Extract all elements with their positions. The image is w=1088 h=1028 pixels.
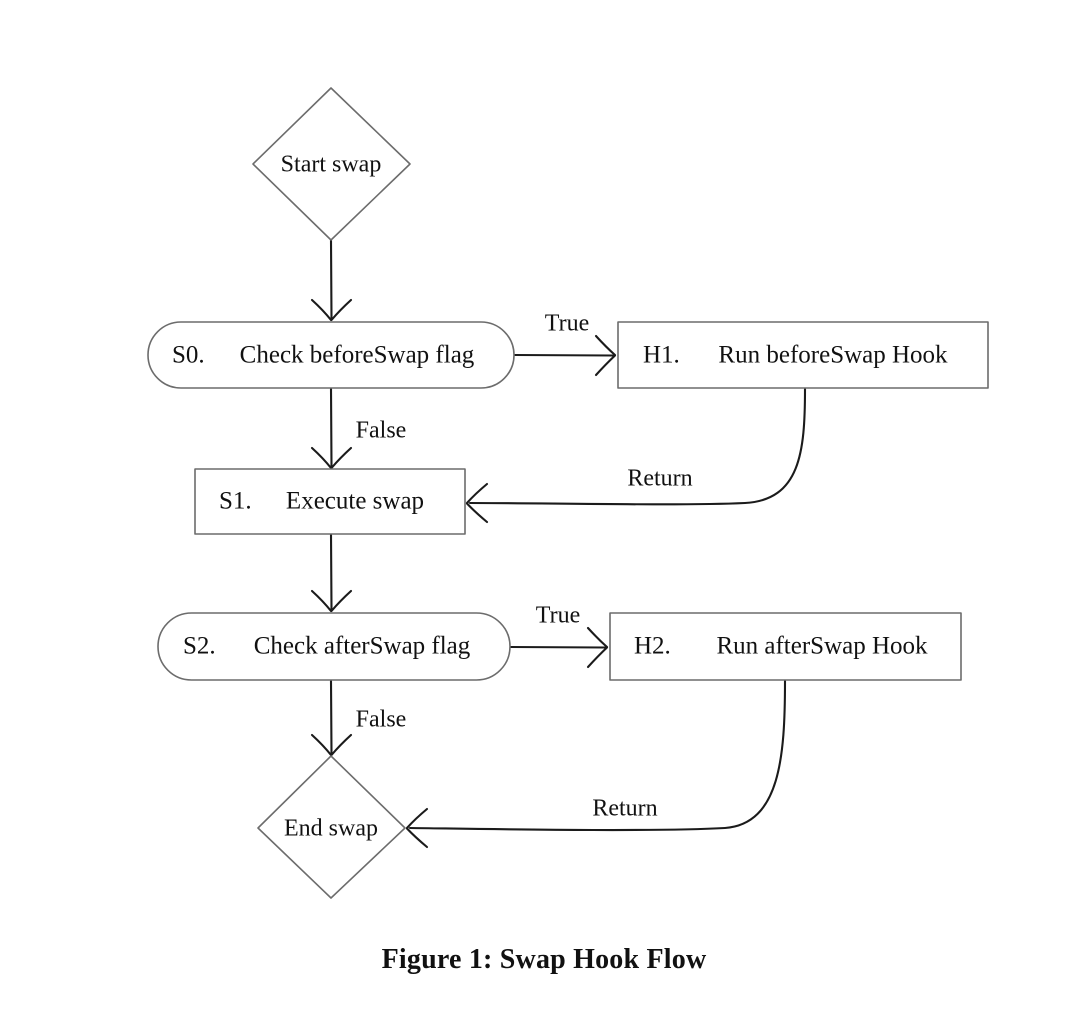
diamond-shape: [252, 87, 411, 241]
stadium-shape: [157, 612, 511, 681]
edge-label-return-h1: Return: [627, 466, 692, 492]
figure-caption: Figure 1: Swap Hook Flow: [381, 944, 707, 975]
node-h2-label: Run afterSwap Hook: [716, 633, 928, 660]
edge-label-false-s2: False: [356, 707, 407, 733]
edge-start-to-s0: [310, 238, 353, 322]
node-h1-label: Run beforeSwap Hook: [718, 342, 948, 369]
node-start-swap[interactable]: Start swap: [252, 87, 411, 241]
node-s1-label: Execute swap: [286, 488, 424, 515]
node-start-label: Start swap: [281, 152, 382, 178]
edge-s1-to-s2: [310, 532, 353, 613]
node-s0-label: Check beforeSwap flag: [240, 342, 475, 369]
edge-s2-to-end: False: [310, 679, 407, 757]
edge-s0-to-s1: False: [310, 386, 407, 470]
stadium-shape: [147, 321, 515, 389]
node-end-label: End swap: [284, 816, 378, 842]
rectangle-shape: [609, 612, 962, 681]
edge-label-return-h2: Return: [592, 796, 657, 822]
node-s1-key: S1.: [219, 488, 252, 515]
edge-s0-to-h1: True: [513, 311, 617, 377]
rectangle-shape: [194, 468, 466, 535]
node-h2-key: H2.: [634, 633, 671, 660]
node-h1-run-beforeswap-hook[interactable]: H1. Run beforeSwap Hook: [617, 321, 989, 389]
edge-label-false-s0: False: [356, 418, 407, 444]
node-s2-check-afterswap[interactable]: S2. Check afterSwap flag: [157, 612, 511, 681]
node-s2-label: Check afterSwap flag: [254, 633, 471, 660]
node-s1-execute-swap[interactable]: S1. Execute swap: [194, 468, 466, 535]
node-s0-key: S0.: [172, 342, 205, 369]
rectangle-shape: [617, 321, 989, 389]
diamond-shape: [257, 755, 406, 899]
node-s0-check-beforeswap[interactable]: S0. Check beforeSwap flag: [147, 321, 515, 389]
node-h1-key: H1.: [643, 342, 680, 369]
node-h2-run-afterswap-hook[interactable]: H2. Run afterSwap Hook: [609, 612, 962, 681]
node-s2-key: S2.: [183, 633, 216, 660]
node-end-swap[interactable]: End swap: [257, 755, 406, 899]
edge-h1-to-s1: Return: [465, 387, 807, 524]
edge-label-true-s0: True: [545, 311, 589, 337]
edge-h2-to-end: Return: [405, 679, 787, 849]
edge-s2-to-h2: True: [508, 603, 609, 669]
edge-label-true-s2: True: [536, 603, 580, 629]
